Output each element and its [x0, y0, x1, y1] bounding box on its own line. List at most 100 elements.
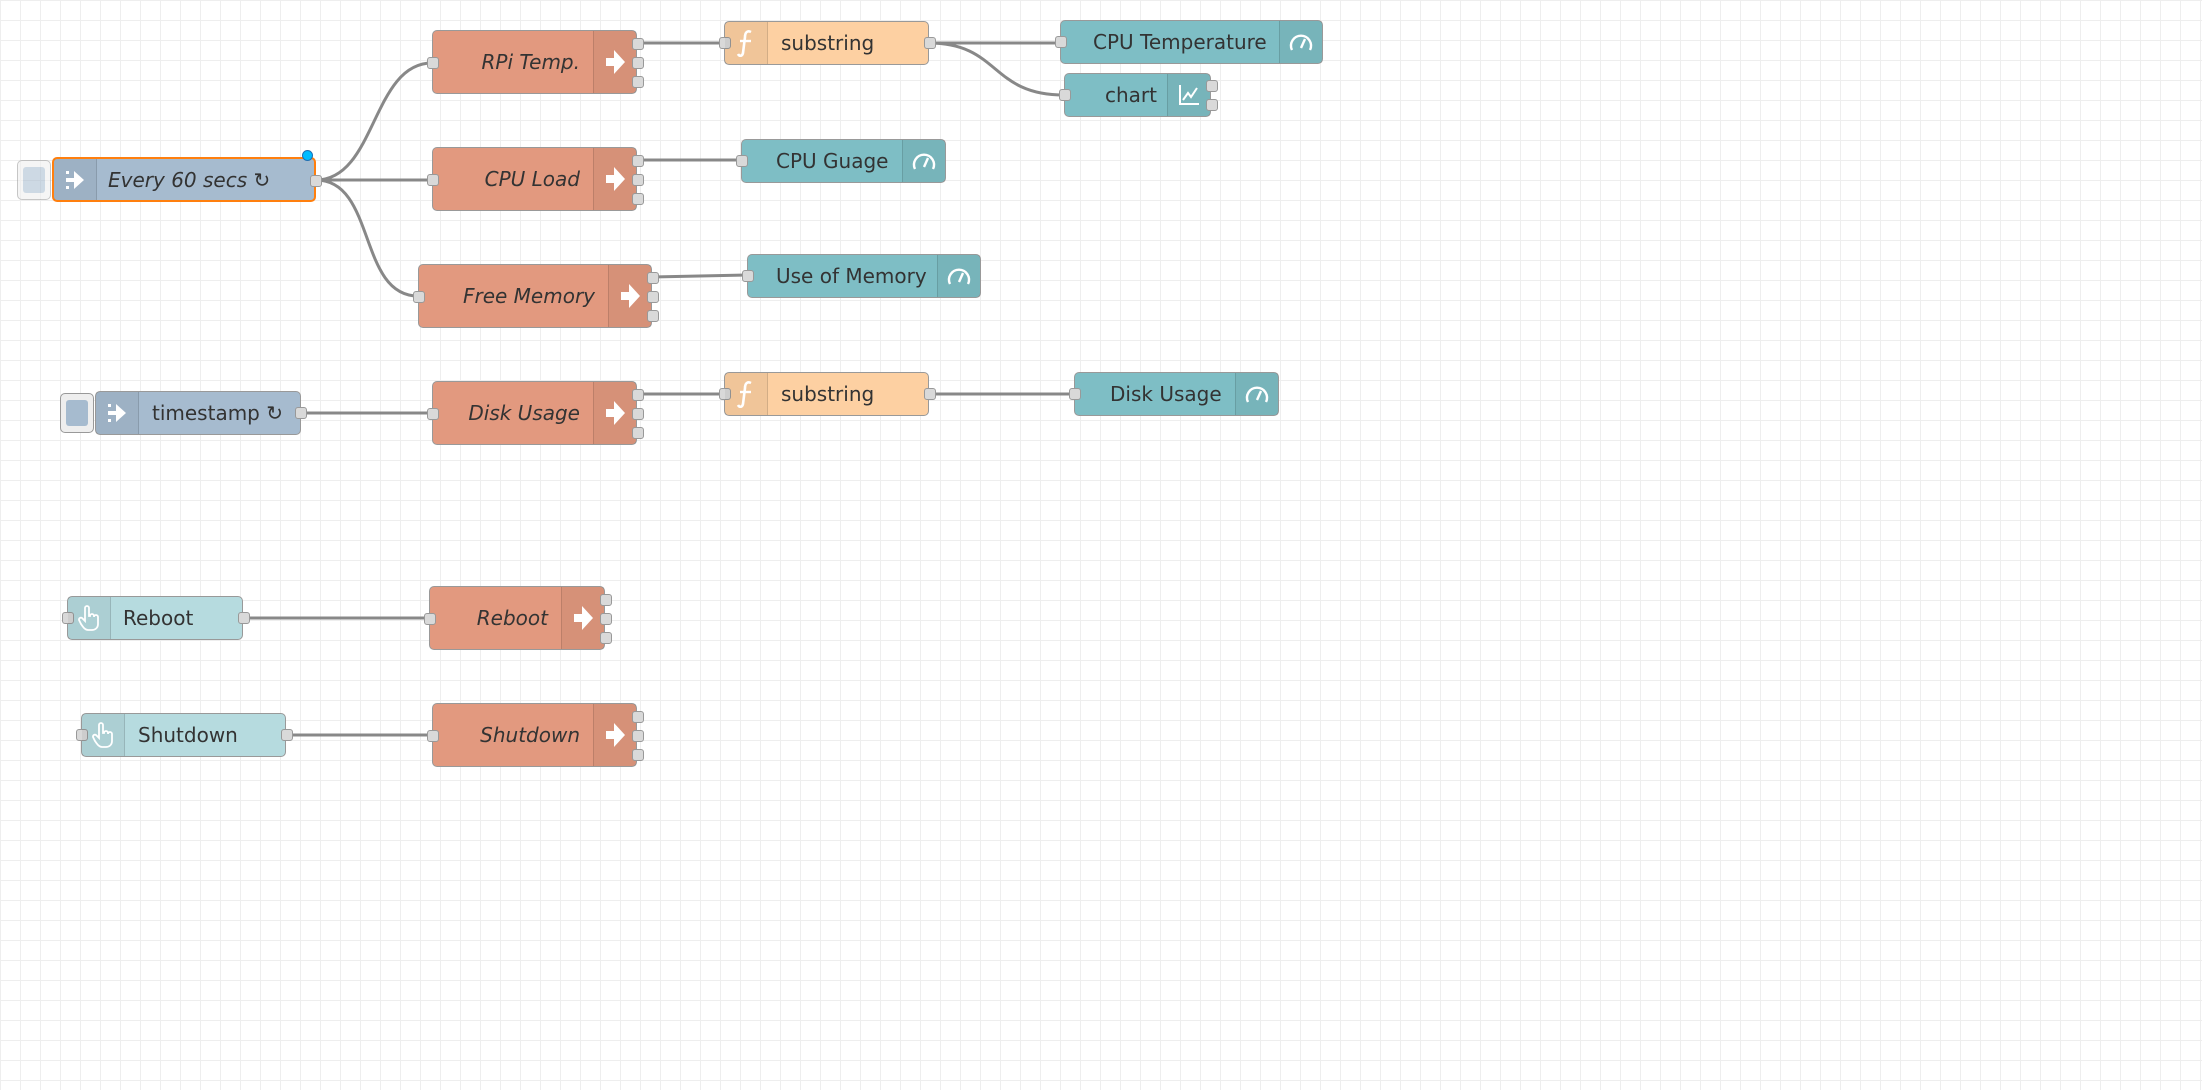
- wire-every60-freememory[interactable]: [315, 178, 419, 298]
- input-port[interactable]: [427, 174, 439, 186]
- output-port-rc[interactable]: [600, 632, 612, 644]
- output-port[interactable]: [924, 37, 936, 49]
- chart-node[interactable]: chart: [1059, 73, 1218, 117]
- wire-every60-rpitemp[interactable]: [315, 61, 433, 182]
- node-label: Shutdown: [138, 723, 238, 747]
- output-port-stderr[interactable]: [632, 408, 644, 420]
- hand-pointer-icon: [68, 597, 111, 639]
- output-port-rc[interactable]: [632, 193, 644, 205]
- node-label: Every 60 secs ↻: [108, 167, 271, 192]
- node-label: Free Memory: [462, 284, 595, 308]
- output-port-stderr[interactable]: [647, 291, 659, 303]
- hand-pointer-icon: [82, 714, 125, 756]
- output-port-stdout[interactable]: [632, 38, 644, 50]
- exec-arrow-icon: [593, 382, 636, 444]
- output-port[interactable]: [1206, 80, 1218, 92]
- output-port-stdout[interactable]: [647, 272, 659, 284]
- exec-arrow-icon: [593, 704, 636, 766]
- cpu-load-exec-node[interactable]: CPU Load: [427, 147, 644, 211]
- node-label: Reboot: [476, 606, 548, 630]
- node-label: RPi Temp.: [481, 50, 580, 74]
- input-port[interactable]: [427, 730, 439, 742]
- cpu-temperature-gauge-node[interactable]: CPU Temperature: [1055, 20, 1323, 64]
- output-port-rc[interactable]: [632, 427, 644, 439]
- reboot-button-node[interactable]: Reboot: [62, 596, 250, 640]
- output-port-stdout[interactable]: [600, 594, 612, 606]
- use-of-memory-gauge-node[interactable]: Use of Memory: [742, 254, 981, 298]
- wire-layer: [243, 41, 1074, 737]
- function-icon: [725, 373, 768, 415]
- input-port[interactable]: [427, 408, 439, 420]
- exec-arrow-icon: [561, 587, 604, 649]
- input-port[interactable]: [427, 57, 439, 69]
- output-port[interactable]: [295, 407, 307, 419]
- free-memory-exec-node[interactable]: Free Memory: [413, 264, 659, 328]
- function-icon: [725, 22, 768, 64]
- node-label: Reboot: [123, 606, 194, 630]
- output-port-rc[interactable]: [632, 749, 644, 761]
- output-port-stdout[interactable]: [632, 155, 644, 167]
- chart-icon: [1167, 74, 1210, 116]
- input-port[interactable]: [76, 729, 88, 741]
- rpi-temp-exec-node[interactable]: RPi Temp.: [427, 30, 644, 94]
- input-port[interactable]: [1055, 36, 1067, 48]
- input-port[interactable]: [1069, 388, 1081, 400]
- substring-function-node[interactable]: substring: [719, 21, 936, 65]
- gauge-icon: [1279, 21, 1322, 63]
- gauge-icon: [1235, 373, 1278, 415]
- shutdown-button-node[interactable]: Shutdown: [76, 713, 293, 757]
- node-label: CPU Guage: [776, 149, 889, 173]
- input-port[interactable]: [424, 613, 436, 625]
- wire-freememory-useofmemory[interactable]: [651, 273, 748, 279]
- input-port[interactable]: [1059, 89, 1071, 101]
- output-port[interactable]: [281, 729, 293, 741]
- disk-usage-gauge-node[interactable]: Disk Usage: [1069, 372, 1279, 416]
- output-port[interactable]: [924, 388, 936, 400]
- cpu-guage-gauge-node[interactable]: CPU Guage: [736, 139, 946, 183]
- node-label: timestamp ↻: [152, 401, 283, 425]
- output-port-stderr[interactable]: [632, 57, 644, 69]
- timestamp-node[interactable]: timestamp ↻: [95, 391, 307, 435]
- wire-substring-chart[interactable]: [928, 41, 1065, 97]
- output-port-stdout[interactable]: [632, 711, 644, 723]
- output-port-rc[interactable]: [647, 310, 659, 322]
- input-port[interactable]: [742, 270, 754, 282]
- inject-arrow-icon: [54, 159, 97, 200]
- node-label: CPU Load: [484, 167, 580, 191]
- input-port[interactable]: [413, 291, 425, 303]
- node-label: Disk Usage: [468, 401, 580, 425]
- input-port[interactable]: [62, 612, 74, 624]
- reboot-exec-node[interactable]: Reboot: [424, 586, 612, 650]
- node-label: chart: [1105, 83, 1157, 107]
- output-port[interactable]: [310, 175, 322, 187]
- output-port-stderr[interactable]: [600, 613, 612, 625]
- every-60-secs-node[interactable]: Every 60 secs ↻: [52, 157, 322, 202]
- node-label: Disk Usage: [1110, 382, 1222, 406]
- exec-arrow-icon: [593, 148, 636, 210]
- input-port[interactable]: [719, 37, 731, 49]
- output-port[interactable]: [1206, 99, 1218, 111]
- disk-usage-exec-node[interactable]: Disk Usage: [427, 381, 644, 445]
- node-label: Shutdown: [480, 723, 580, 747]
- output-port-rc[interactable]: [632, 76, 644, 88]
- output-port[interactable]: [238, 612, 250, 624]
- shutdown-exec-node[interactable]: Shutdown: [427, 703, 644, 767]
- output-port-stderr[interactable]: [632, 174, 644, 186]
- output-port-stdout[interactable]: [632, 389, 644, 401]
- output-port-stderr[interactable]: [632, 730, 644, 742]
- node-label: substring: [781, 31, 875, 55]
- exec-arrow-icon: [593, 31, 636, 93]
- exec-arrow-icon: [608, 265, 651, 327]
- node-label: Use of Memory: [776, 264, 927, 288]
- inject-button[interactable]: [17, 160, 51, 200]
- node-label: substring: [781, 382, 875, 406]
- inject-button[interactable]: [60, 393, 94, 433]
- gauge-icon: [902, 140, 945, 182]
- input-port[interactable]: [736, 155, 748, 167]
- input-port[interactable]: [719, 388, 731, 400]
- substring-function-node[interactable]: substring: [719, 372, 936, 416]
- inject-arrow-icon: [96, 392, 139, 434]
- gauge-icon: [937, 255, 980, 297]
- changed-indicator: [302, 150, 313, 161]
- node-label: CPU Temperature: [1093, 30, 1267, 54]
